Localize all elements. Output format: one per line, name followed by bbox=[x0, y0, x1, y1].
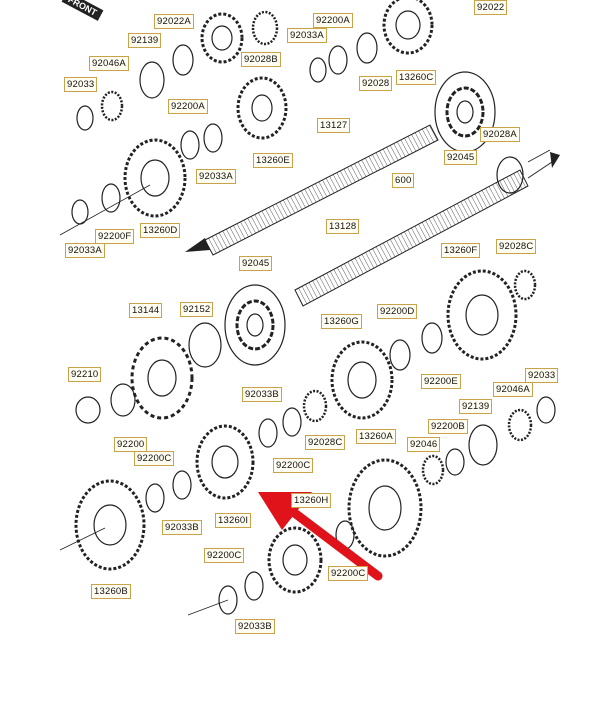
part-label: 92139 bbox=[128, 33, 162, 48]
part-label: 92200C bbox=[204, 548, 245, 563]
part-label: 92046A bbox=[89, 56, 129, 71]
sprocket-13144 bbox=[130, 336, 194, 420]
part-label: 92033B bbox=[235, 619, 275, 634]
gear-13260h bbox=[267, 526, 323, 594]
part-label: 92022A bbox=[154, 14, 194, 29]
part-label: 92200A bbox=[313, 13, 353, 28]
part-label: 92200B bbox=[428, 419, 468, 434]
part-label: 13260H bbox=[291, 493, 332, 508]
gear-13260g bbox=[330, 340, 394, 420]
part-label: 92200D bbox=[377, 304, 418, 319]
part-label: 13260E bbox=[253, 153, 293, 168]
part-label: 13260G bbox=[321, 314, 363, 329]
gear-92022a bbox=[200, 12, 244, 64]
part-label: 92200C bbox=[134, 451, 175, 466]
part-label: 13260D bbox=[140, 223, 181, 238]
part-label: 92022 bbox=[474, 0, 508, 15]
gear-13260b bbox=[74, 479, 146, 571]
part-label: 13260F bbox=[441, 243, 481, 258]
part-label: 92200C bbox=[328, 566, 369, 581]
part-label: 92028 bbox=[359, 76, 393, 91]
part-label: 13144 bbox=[129, 303, 163, 318]
part-label: 92028B bbox=[241, 52, 281, 67]
part-label: 13128 bbox=[326, 219, 360, 234]
part-label: 600 bbox=[392, 173, 415, 188]
part-label: 92033B bbox=[242, 387, 282, 402]
part-label: 92033 bbox=[525, 368, 559, 383]
bearing-92045-lower bbox=[224, 284, 286, 366]
part-label: 92200F bbox=[95, 229, 135, 244]
part-label: 92028A bbox=[480, 127, 520, 142]
part-label: 13260A bbox=[356, 429, 396, 444]
part-label: 92200 bbox=[114, 437, 148, 452]
gear-13260f bbox=[446, 269, 518, 361]
part-label: 13260C bbox=[396, 70, 437, 85]
part-label: 92033B bbox=[162, 520, 202, 535]
part-label: 92152 bbox=[180, 302, 214, 317]
part-label: 92028C bbox=[496, 239, 537, 254]
part-label: 92033A bbox=[196, 169, 236, 184]
gear-13260d bbox=[123, 138, 187, 218]
part-label: 92045 bbox=[239, 256, 273, 271]
part-label: 13127 bbox=[317, 118, 351, 133]
drive-shaft-13128 bbox=[294, 152, 560, 307]
gears bbox=[74, 0, 518, 594]
gear-13260e bbox=[236, 76, 288, 140]
part-label: 13260I bbox=[215, 513, 252, 528]
bearings bbox=[224, 71, 496, 366]
part-label: 92033 bbox=[64, 77, 98, 92]
part-label: 13260B bbox=[91, 584, 131, 599]
part-label: 92139 bbox=[459, 399, 493, 414]
part-label: 92033A bbox=[65, 243, 105, 258]
part-label: 92200A bbox=[168, 99, 208, 114]
part-label: 92210 bbox=[68, 367, 102, 382]
part-label: 92045 bbox=[444, 150, 478, 165]
part-label: 92046A bbox=[493, 382, 533, 397]
washers-and-clips bbox=[71, 10, 556, 615]
part-label: 92200E bbox=[421, 374, 461, 389]
part-label: 92033A bbox=[287, 28, 327, 43]
part-label: 92046 bbox=[407, 437, 441, 452]
output-shaft-13127 bbox=[185, 115, 471, 256]
part-label: 92028C bbox=[305, 435, 346, 450]
centerlines bbox=[59, 149, 551, 616]
gear-13260a bbox=[347, 458, 423, 558]
gear-13260i bbox=[195, 424, 255, 500]
gear-13260c bbox=[382, 0, 434, 55]
part-label: 92200C bbox=[273, 458, 314, 473]
